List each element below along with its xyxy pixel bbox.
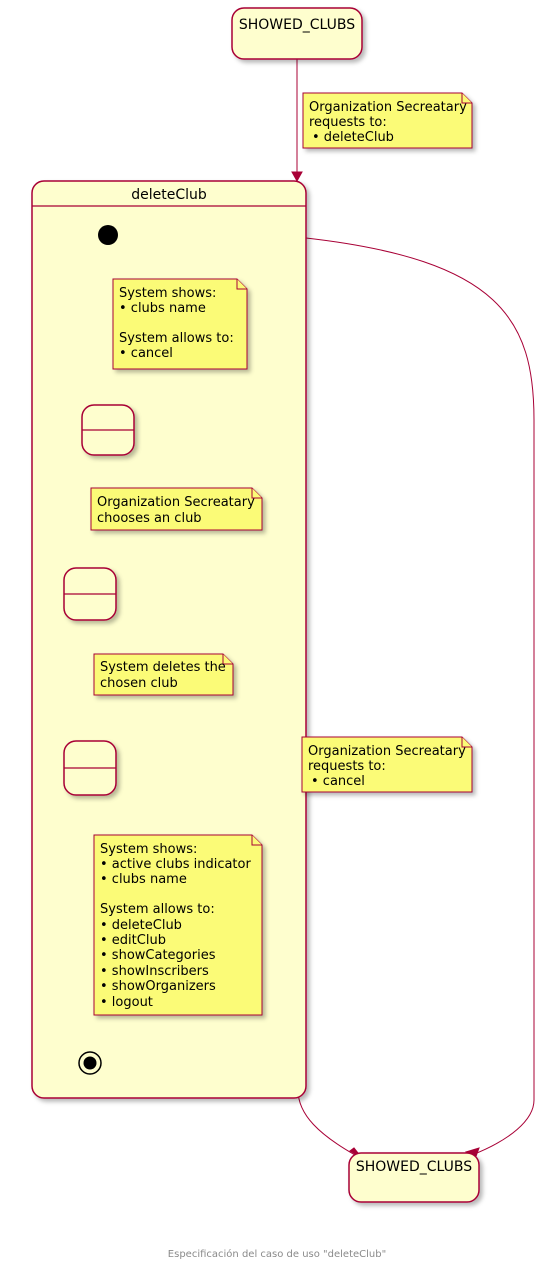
arrow-head xyxy=(291,171,303,183)
note-line: System allows to: xyxy=(119,331,234,346)
state-showed-clubs-top: SHOWED_CLUBS xyxy=(231,7,363,60)
initial-node xyxy=(98,225,118,245)
final-node xyxy=(78,1051,102,1075)
note-line: • deleteClub xyxy=(312,130,394,145)
edge-deleteclub-to-end xyxy=(305,237,535,1156)
note-line: requests to: xyxy=(308,759,386,774)
note-line: System shows: xyxy=(100,842,197,857)
note-line: chosen club xyxy=(100,676,178,691)
state-1 xyxy=(81,404,135,456)
state-showed-clubs-bottom: SHOWED_CLUBS xyxy=(348,1152,480,1203)
note-line: • deleteClub xyxy=(100,918,182,933)
note-request-cancel: Organization Secreatary requests to: • c… xyxy=(301,736,473,793)
state-2 xyxy=(63,567,117,621)
note-line: Organization Secreatary xyxy=(97,495,255,510)
state-name: SHOWED_CLUBS xyxy=(356,1159,472,1175)
state-name: SHOWED_CLUBS xyxy=(239,17,355,33)
note-line: • active clubs indicator xyxy=(100,857,251,872)
note-line: • showInscribers xyxy=(100,964,209,979)
note-line: • clubs name xyxy=(119,301,206,316)
note-line: • cancel xyxy=(311,774,365,789)
note-line: System shows: xyxy=(119,286,216,301)
note-line: System allows to: xyxy=(100,902,215,917)
note-system-deletes: System deletes the chosen club xyxy=(93,653,234,696)
note-line: • clubs name xyxy=(100,872,187,887)
note-line: • showOrganizers xyxy=(100,979,216,994)
diagram-caption: Especificación del caso de uso "deleteCl… xyxy=(168,1248,386,1260)
note-chooses-club: Organization Secreatary chooses an club xyxy=(90,487,263,531)
note-line: requests to: xyxy=(309,115,387,130)
note-system-shows-active-clubs: System shows: • active clubs indicator •… xyxy=(93,834,263,1016)
state-3 xyxy=(63,740,117,796)
note-line: Organization Secreatary xyxy=(308,744,466,759)
note-system-shows-clubs: System shows: • clubs name System allows… xyxy=(112,278,248,370)
note-line: • cancel xyxy=(119,346,173,361)
note-line: • logout xyxy=(100,995,153,1010)
composite-state-name: deleteClub xyxy=(131,187,207,203)
note-line: chooses an club xyxy=(97,511,202,526)
note-line: • editClub xyxy=(100,933,166,948)
note-request-delete: Organization Secreatary requests to: • d… xyxy=(302,92,473,149)
note-line: Organization Secreatary xyxy=(309,100,467,115)
note-line: System deletes the xyxy=(100,660,226,675)
note-line: • showCategories xyxy=(100,948,216,963)
